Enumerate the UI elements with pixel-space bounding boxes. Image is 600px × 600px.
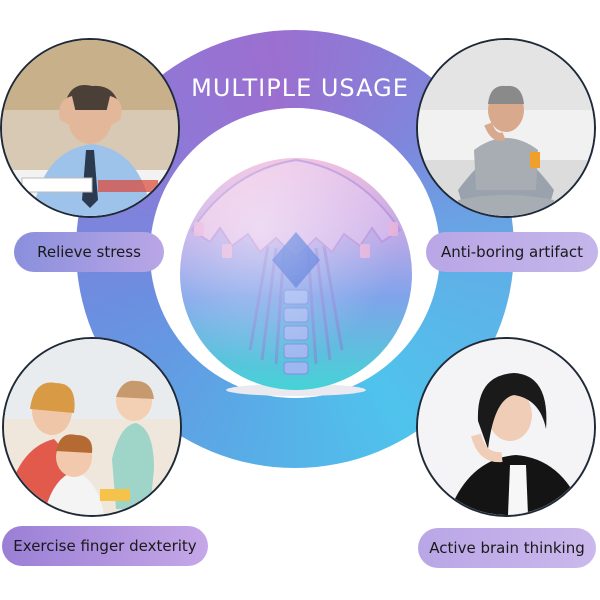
label-anti-boring-artifact: Anti-boring artifact <box>426 232 598 272</box>
thinking-woman-photo <box>416 337 596 517</box>
label-exercise-finger-dexterity: Exercise finger dexterity <box>2 526 208 566</box>
gear-ball-toy <box>180 158 412 396</box>
label-active-brain-thinking: Active brain thinking <box>418 528 596 568</box>
stressed-man-photo <box>0 38 180 218</box>
relaxed-man-photo <box>416 38 596 218</box>
label-relieve-stress: Relieve stress <box>14 232 164 272</box>
children-playing-photo <box>2 337 182 517</box>
page-title: MULTIPLE USAGE <box>191 74 409 102</box>
